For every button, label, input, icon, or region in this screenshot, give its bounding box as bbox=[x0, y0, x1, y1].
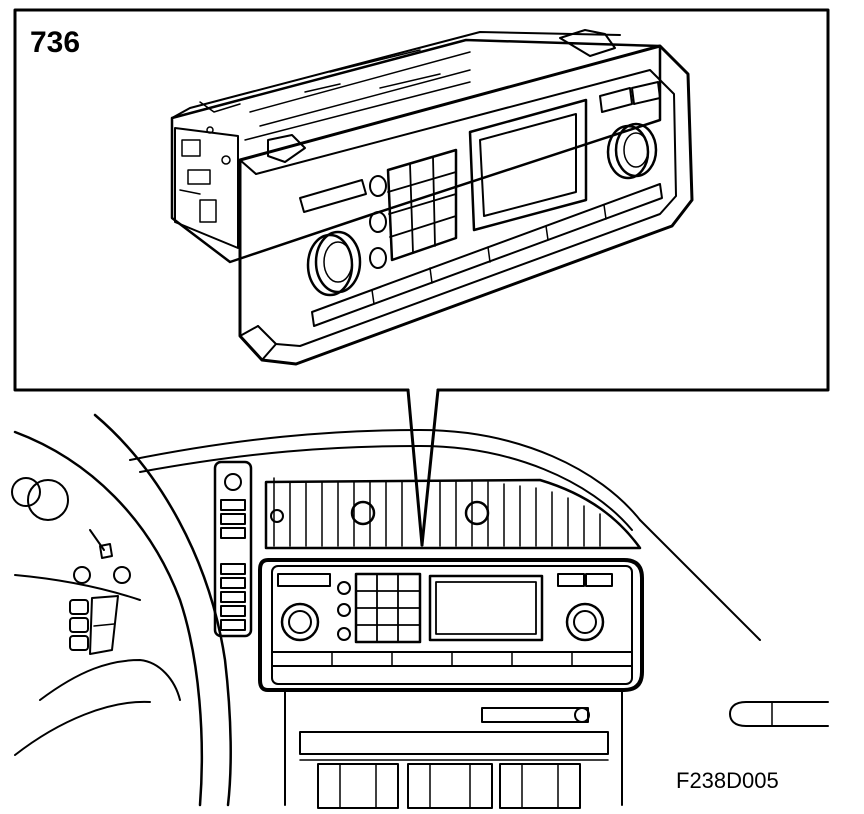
figure-code: F238D005 bbox=[676, 768, 779, 793]
center-console bbox=[284, 691, 623, 809]
radio-display bbox=[468, 98, 588, 232]
radio-faceplate bbox=[238, 44, 694, 366]
inset-frame bbox=[13, 8, 830, 547]
radio-keypad bbox=[386, 148, 458, 262]
radio-installed bbox=[258, 558, 644, 692]
volume-knob bbox=[306, 230, 362, 297]
glovebox-handle bbox=[729, 701, 829, 727]
round-button-2 bbox=[369, 211, 387, 233]
radio-unit-exploded bbox=[170, 29, 694, 366]
switch-column bbox=[213, 460, 253, 638]
dashboard-scene bbox=[11, 413, 829, 809]
round-button-3 bbox=[369, 247, 387, 269]
steering-wheel bbox=[11, 413, 232, 807]
round-button-1 bbox=[369, 175, 387, 197]
preset-button-strip bbox=[311, 183, 663, 327]
radio-chassis bbox=[170, 29, 662, 264]
center-air-vent bbox=[264, 477, 642, 550]
tuning-knob bbox=[606, 122, 658, 180]
figure-number: 736 bbox=[30, 26, 80, 59]
